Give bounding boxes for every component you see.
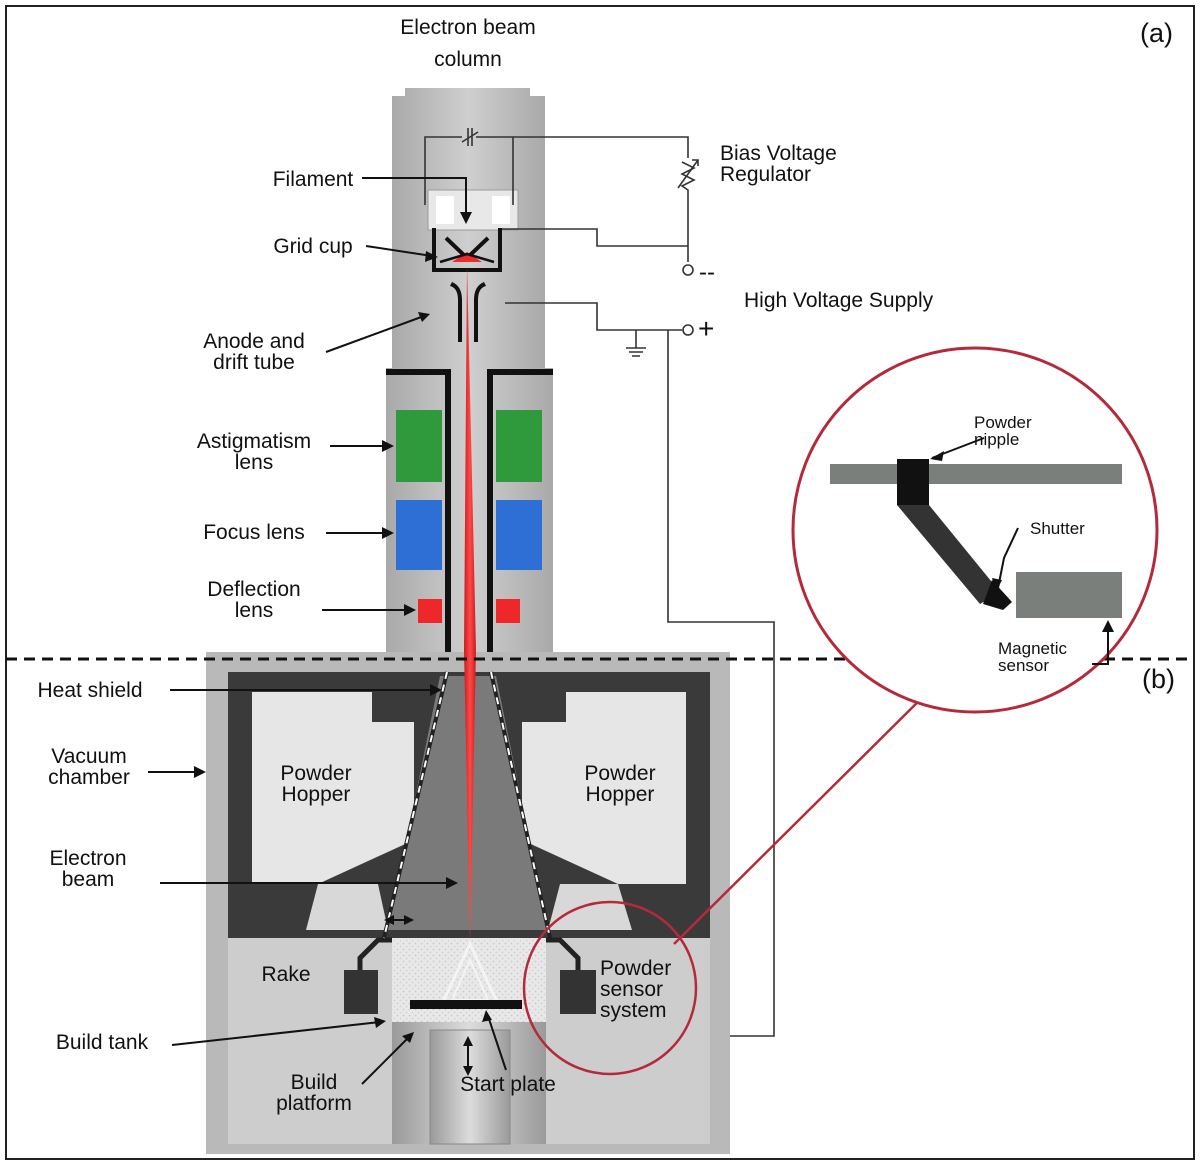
panel-label-b: (b) bbox=[1142, 664, 1175, 694]
detail-callout bbox=[791, 346, 1159, 714]
sensor-block bbox=[560, 970, 596, 1014]
astigmatism-lens-left bbox=[396, 410, 442, 482]
label-electron-beam: Electron beam bbox=[49, 847, 127, 891]
powder-nipple-block bbox=[897, 459, 929, 505]
astigmatism-lens-right bbox=[496, 410, 542, 482]
label-electron-beam-column: Electron beam column bbox=[400, 16, 536, 71]
label-grid-cup: Grid cup bbox=[273, 235, 353, 258]
label-arrowheads bbox=[194, 212, 492, 1076]
powder-sensor-detail bbox=[830, 459, 1122, 618]
panel-label-a: (a) bbox=[1140, 18, 1173, 48]
label-magnetic-sensor: Magnetic sensor bbox=[998, 639, 1067, 675]
label-focus-lens: Focus lens bbox=[203, 521, 305, 544]
focus-lens-right bbox=[496, 500, 542, 570]
figure-border bbox=[5, 5, 1195, 1160]
supply-positive-terminal: + bbox=[698, 313, 715, 344]
deflection-lens-left bbox=[418, 599, 442, 623]
supply-negative-terminal: -- bbox=[699, 259, 715, 286]
drift-tube bbox=[386, 369, 553, 672]
label-powder-hopper-right: Powder Hopper bbox=[584, 762, 656, 806]
powder-sensor-callout bbox=[522, 900, 698, 1076]
shutter-flap bbox=[983, 580, 1012, 610]
focus-lens-left bbox=[396, 500, 442, 570]
label-heat-shield: Heat shield bbox=[37, 679, 143, 702]
label-astigmatism-lens: Astigmatism lens bbox=[196, 430, 312, 474]
label-deflection-lens: Deflection lens bbox=[207, 578, 301, 622]
label-shutter: Shutter bbox=[1030, 519, 1085, 538]
label-build-tank: Build tank bbox=[55, 1031, 149, 1054]
label-leaders bbox=[148, 177, 507, 1085]
label-high-voltage-supply: High Voltage Supply bbox=[744, 289, 934, 312]
detail-arrowheads bbox=[930, 451, 1114, 632]
label-powder-sensor-system: Powder sensor system bbox=[600, 957, 672, 1022]
electron-beam bbox=[464, 264, 476, 940]
label-powder-hopper-left: Powder Hopper bbox=[280, 762, 352, 806]
label-filament: Filament bbox=[272, 168, 354, 191]
deflection-lens-right bbox=[496, 599, 520, 623]
rake-block bbox=[344, 970, 378, 1014]
label-anode-drift-tube: Anode and drift tube bbox=[203, 330, 305, 374]
label-build-platform: Build platform bbox=[276, 1071, 352, 1115]
label-rake: Rake bbox=[261, 963, 311, 986]
label-bias-voltage-regulator: Bias Voltage Regulator bbox=[720, 142, 837, 186]
label-powder-nipple: Powder nipple bbox=[974, 413, 1032, 449]
start-plate bbox=[410, 1000, 522, 1009]
callout-connector bbox=[673, 679, 941, 945]
anode bbox=[450, 282, 486, 342]
heat-shield bbox=[382, 671, 552, 939]
label-vacuum-chamber: Vacuum chamber bbox=[48, 745, 130, 789]
label-start-plate: Start plate bbox=[460, 1073, 556, 1096]
